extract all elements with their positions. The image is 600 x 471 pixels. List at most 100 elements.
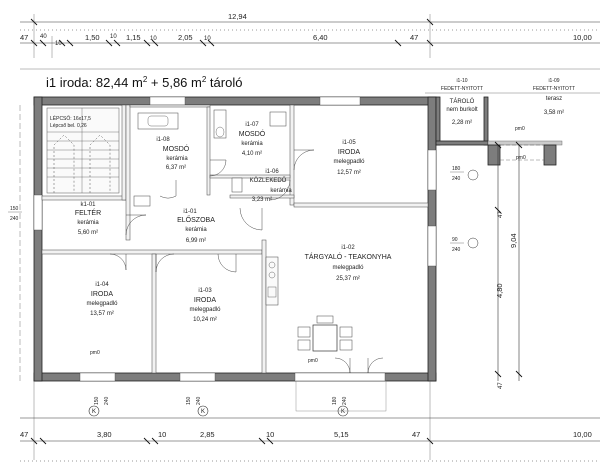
right-dimension-chain: 9,04 4,80 47 47	[494, 141, 523, 389]
svg-text:47: 47	[498, 211, 504, 218]
svg-text:3,80: 3,80	[97, 430, 112, 439]
plan-title: i1 iroda: 82,44 m2 + 5,86 m2 tároló	[46, 75, 242, 90]
svg-text:kerámia: kerámia	[270, 188, 292, 194]
meeting-table	[297, 315, 353, 352]
svg-text:2,85: 2,85	[200, 430, 215, 439]
dim-right: 10,00	[573, 33, 592, 42]
dim-10d: 10	[204, 36, 211, 42]
svg-text:IRODA: IRODA	[194, 297, 217, 304]
svg-text:pm0: pm0	[516, 155, 526, 161]
dim-total: 12,94	[228, 12, 247, 21]
svg-text:i1-03: i1-03	[198, 288, 212, 294]
dim-10c: 10	[150, 36, 157, 42]
svg-text:240: 240	[452, 247, 461, 253]
svg-text:i1-06: i1-06	[265, 169, 279, 175]
svg-text:pm0: pm0	[90, 350, 100, 356]
storage-terrace-block: i1-10 FEDETT-NYITOTT TÁROLÓ nem burkolt …	[425, 78, 600, 166]
svg-text:kerámia: kerámia	[185, 227, 207, 233]
svg-text:K: K	[201, 409, 205, 415]
svg-text:TÁRGYALÓ - TEAKONYHA: TÁRGYALÓ - TEAKONYHA	[305, 252, 392, 261]
svg-text:3,58 m²: 3,58 m²	[544, 110, 564, 116]
svg-text:47: 47	[20, 430, 28, 439]
svg-text:3,23 m²: 3,23 m²	[252, 197, 272, 203]
svg-text:47: 47	[412, 430, 420, 439]
svg-text:6,37 m²: 6,37 m²	[166, 165, 186, 171]
kitchen-counter	[265, 256, 279, 306]
svg-text:10,00: 10,00	[573, 430, 592, 439]
svg-text:90: 90	[452, 237, 458, 243]
room-k1-01: k1-01 FELTÉR kerámia 5,60 m²	[75, 202, 101, 236]
svg-text:kerámia: kerámia	[241, 141, 263, 147]
svg-text:6,99 m²: 6,99 m²	[186, 238, 206, 244]
svg-text:5,15: 5,15	[334, 430, 349, 439]
svg-text:4,10 m²: 4,10 m²	[242, 151, 262, 157]
svg-text:10: 10	[158, 430, 166, 439]
svg-text:i1-07: i1-07	[245, 122, 259, 128]
svg-text:melegpadló: melegpadló	[86, 301, 118, 307]
svg-text:150: 150	[10, 206, 19, 212]
top-dimension-chain: 12,94 10,00 47 40 10 1,50 10 1,15 10 2,0…	[20, 12, 600, 58]
svg-text:TÁROLÓ: TÁROLÓ	[450, 98, 475, 105]
svg-text:FEDETT-NYITOTT: FEDETT-NYITOTT	[533, 86, 575, 92]
svg-text:180: 180	[452, 166, 461, 172]
staircase: LÉPCSŐ: 16x17,5 Lépcső bel. 0,26	[46, 107, 120, 194]
svg-text:i1-02: i1-02	[341, 245, 355, 251]
room-i1-07: i1-07 MOSDÓ kerámia 4,10 m²	[239, 122, 266, 157]
svg-text:150: 150	[186, 396, 192, 405]
door-swings	[109, 149, 384, 374]
svg-text:240: 240	[10, 216, 19, 222]
marker-k2	[197, 405, 209, 417]
svg-text:240: 240	[104, 396, 110, 405]
svg-text:12,57 m²: 12,57 m²	[337, 170, 361, 176]
svg-text:KÖZLEKEDŐ: KÖZLEKEDŐ	[250, 177, 287, 184]
svg-text:180: 180	[332, 396, 338, 405]
dim-10b: 10	[110, 34, 117, 40]
room-i1-02: i1-02 TÁRGYALÓ - TEAKONYHA melegpadló 25…	[305, 245, 392, 282]
svg-text:i1-09: i1-09	[548, 78, 559, 84]
svg-text:pm0: pm0	[308, 358, 318, 364]
svg-text:i1-05: i1-05	[342, 140, 356, 146]
svg-text:pm0: pm0	[515, 126, 525, 132]
dim-115: 1,15	[126, 33, 141, 42]
svg-text:FELTÉR: FELTÉR	[75, 208, 101, 217]
outer-walls	[33, 96, 437, 382]
svg-text:5,60 m²: 5,60 m²	[78, 230, 98, 236]
room-i1-08: i1-08 MOSDÓ kerámia 6,37 m²	[156, 137, 189, 171]
svg-text:10: 10	[266, 430, 274, 439]
sanitary-fixtures	[133, 109, 287, 207]
svg-text:IRODA: IRODA	[338, 149, 361, 156]
room-i1-04: i1-04 IRODA melegpadló 13,57 m²	[86, 282, 118, 317]
svg-text:240: 240	[342, 396, 348, 405]
svg-text:i1-08: i1-08	[156, 137, 170, 143]
svg-text:melegpadló: melegpadló	[333, 159, 365, 165]
room-i1-05: i1-05 IRODA melegpadló 12,57 m²	[333, 140, 365, 176]
dim-205: 2,05	[178, 33, 193, 42]
room-i1-06: i1-06 KÖZLEKEDŐ kerámia 3,23 m²	[250, 169, 293, 203]
svg-text:terasz: terasz	[546, 96, 562, 102]
bottom-dimension-chain: 47 3,80 10 2,85 10 5,15 47 10,00	[20, 381, 600, 462]
svg-text:IRODA: IRODA	[91, 291, 114, 298]
svg-text:150: 150	[94, 396, 100, 405]
dim-40: 40	[40, 34, 47, 40]
svg-text:4,80: 4,80	[495, 283, 504, 298]
dim-640: 6,40	[313, 33, 328, 42]
svg-text:kerámia: kerámia	[77, 220, 99, 226]
svg-text:MOSDÓ: MOSDÓ	[239, 129, 266, 138]
stair-note-1: LÉPCSŐ: 16x17,5	[50, 115, 91, 122]
svg-text:melegpadló: melegpadló	[189, 307, 221, 313]
svg-text:13,57 m²: 13,57 m²	[90, 311, 114, 317]
dim-47a: 47	[20, 33, 28, 42]
svg-text:i1-04: i1-04	[95, 282, 109, 288]
dim-10a: 10	[55, 41, 62, 47]
svg-text:FEDETT-NYITOTT: FEDETT-NYITOTT	[441, 86, 483, 92]
inner-walls	[41, 104, 429, 374]
svg-text:i1-01: i1-01	[183, 209, 197, 215]
stair-note-2: Lépcső bel. 0,26	[50, 123, 87, 129]
room-i1-01: i1-01 ELŐSZOBA kerámia 6,99 m²	[177, 209, 215, 244]
svg-text:ELŐSZOBA: ELŐSZOBA	[177, 215, 215, 224]
svg-text:10,24 m²: 10,24 m²	[193, 317, 217, 323]
svg-text:47: 47	[498, 382, 504, 389]
dim-47b: 47	[410, 33, 418, 42]
svg-text:240: 240	[196, 396, 202, 405]
